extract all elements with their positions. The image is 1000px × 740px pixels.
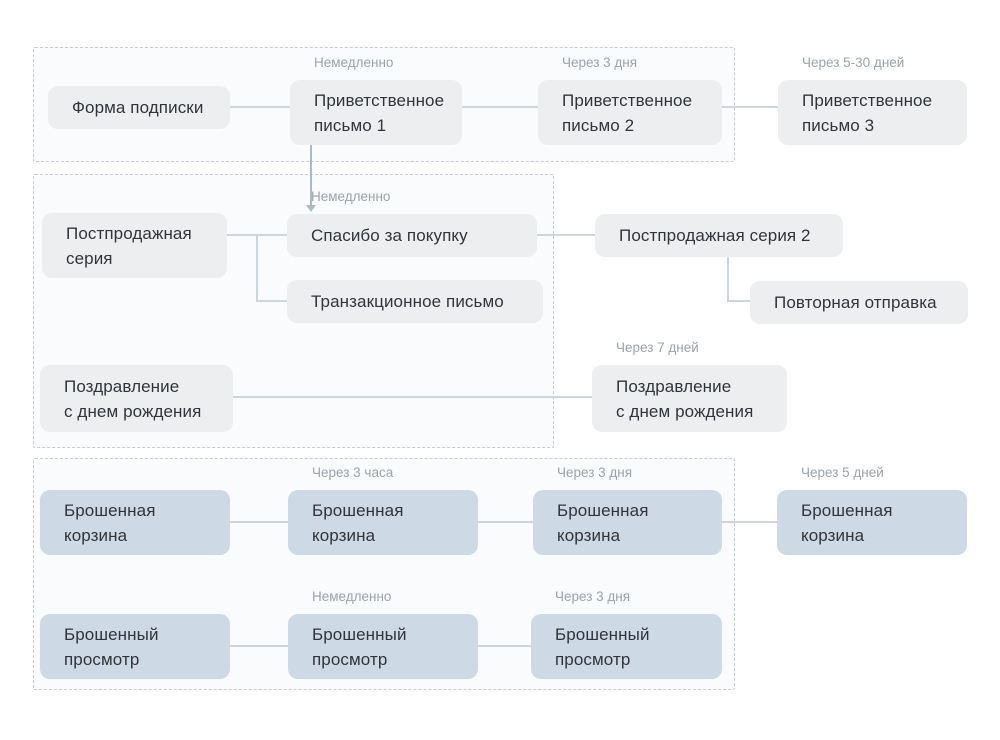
delay-label: Немедленно xyxy=(314,55,394,70)
node-label: Спасибо за покупку xyxy=(311,226,468,245)
delay-label: Немедленно xyxy=(311,189,391,204)
node-abandoned-cart-4[interactable]: Через 5 дней Брошенная корзина xyxy=(777,465,967,555)
delay-label: Через 3 часа xyxy=(312,465,394,480)
node-thank-you-purchase[interactable]: Немедленно Спасибо за покупку xyxy=(287,189,537,257)
node-abandoned-view-1[interactable]: Брошенный просмотр xyxy=(40,614,230,679)
node-label: Поздравление с днем рождения xyxy=(64,376,202,421)
node-label: Транзакционное письмо xyxy=(311,292,504,311)
connector xyxy=(230,645,288,647)
node-label: Постпродажная серия xyxy=(66,223,192,268)
node-label: Брошенный просмотр xyxy=(555,624,650,669)
node-post-purchase-series-2[interactable]: Постпродажная серия 2 xyxy=(595,214,843,257)
node-label: Брошенная корзина xyxy=(312,500,404,545)
connector xyxy=(478,645,531,647)
delay-label: Через 3 дня xyxy=(555,589,631,604)
connector xyxy=(722,521,777,523)
node-label: Поздравление с днем рождения xyxy=(616,376,754,421)
node-label: Брошенная корзина xyxy=(557,500,649,545)
node-label: Брошенная корзина xyxy=(64,500,156,545)
node-post-purchase-series[interactable]: Постпродажная серия xyxy=(42,213,227,278)
connector xyxy=(722,106,778,108)
node-label: Брошенный просмотр xyxy=(64,624,159,669)
node-welcome-email-3[interactable]: Через 5-30 дней Приветственное письмо 3 xyxy=(778,55,967,145)
node-welcome-email-2[interactable]: Через 3 дня Приветственное письмо 2 xyxy=(538,55,722,145)
node-label: Брошенный просмотр xyxy=(312,624,407,669)
node-subscription-form[interactable]: Форма подписки xyxy=(48,86,230,129)
node-label: Приветственное письмо 3 xyxy=(802,90,933,135)
delay-label: Немедленно xyxy=(312,589,392,604)
node-label: Приветственное письмо 2 xyxy=(562,90,693,135)
connector xyxy=(230,521,288,523)
delay-label: Через 3 дня xyxy=(562,55,638,70)
node-label: Постпродажная серия 2 xyxy=(619,226,811,245)
flow-arrow-head-icon xyxy=(306,205,316,212)
node-birthday-greeting[interactable]: Поздравление с днем рождения xyxy=(40,365,233,432)
connector xyxy=(230,106,290,108)
node-abandoned-cart-2[interactable]: Через 3 часа Брошенная корзина xyxy=(288,465,478,555)
delay-label: Через 5 дней xyxy=(801,465,884,480)
connector xyxy=(727,300,750,302)
node-birthday-greeting-followup[interactable]: Через 7 дней Поздравление с днем рождени… xyxy=(592,340,787,432)
delay-label: Через 5-30 дней xyxy=(802,55,905,70)
connector xyxy=(233,396,592,398)
node-label: Повторная отправка xyxy=(774,293,937,312)
node-abandoned-cart-1[interactable]: Брошенная корзина xyxy=(40,490,230,555)
node-transactional-email[interactable]: Транзакционное письмо xyxy=(287,280,543,323)
node-abandoned-view-2[interactable]: Немедленно Брошенный просмотр xyxy=(288,589,478,679)
connector xyxy=(462,106,538,108)
delay-label: Через 7 дней xyxy=(616,340,699,355)
node-resend[interactable]: Повторная отправка xyxy=(750,281,968,324)
node-label: Брошенная корзина xyxy=(801,500,893,545)
flow-arrow xyxy=(310,145,312,206)
node-abandoned-cart-3[interactable]: Через 3 дня Брошенная корзина xyxy=(533,465,722,555)
connector xyxy=(727,257,729,302)
node-abandoned-view-3[interactable]: Через 3 дня Брошенный просмотр xyxy=(531,589,722,679)
node-welcome-email-1[interactable]: Немедленно Приветственное письмо 1 xyxy=(290,55,462,145)
connector xyxy=(537,234,595,236)
node-label: Форма подписки xyxy=(72,98,204,117)
connector xyxy=(256,300,287,302)
connector xyxy=(256,235,258,302)
delay-label: Через 3 дня xyxy=(557,465,633,480)
connector xyxy=(478,521,533,523)
node-label: Приветственное письмо 1 xyxy=(314,90,445,135)
